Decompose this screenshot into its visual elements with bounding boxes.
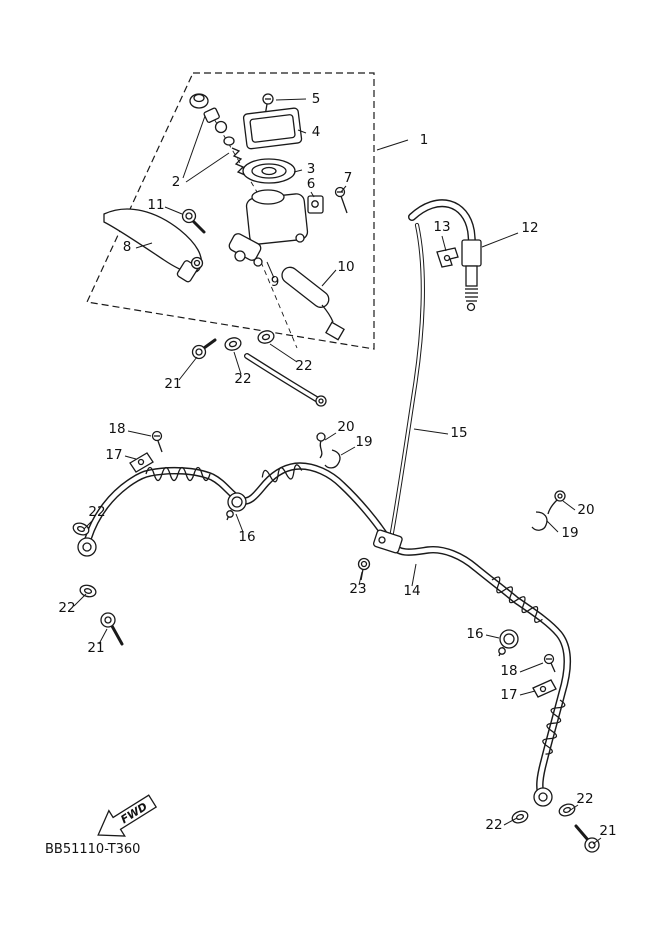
callout-15: 15 [450, 425, 467, 441]
clamp-13 [436, 247, 459, 268]
callout-18: 18 [500, 663, 517, 679]
hose-holder-17-right [532, 679, 557, 698]
clip-19-right [531, 511, 548, 531]
clamp-16-left [226, 492, 247, 521]
banjo-bolt-21-left [100, 612, 124, 646]
hose-12-tip [466, 302, 476, 312]
callout-23: 23 [349, 581, 366, 597]
banjo-eye-right [533, 787, 553, 807]
callout-13: 13 [433, 219, 450, 235]
assembly-dashed-line-b [260, 261, 298, 349]
brake-lever-8 [103, 208, 204, 283]
clip-20-right [547, 490, 566, 515]
callout-16: 16 [238, 529, 255, 545]
hose-holder-17-left [129, 452, 154, 473]
callout-22: 22 [58, 600, 75, 616]
hose-12-fitting [461, 239, 482, 267]
callout-2: 2 [172, 174, 181, 190]
callout-22: 22 [234, 371, 251, 387]
part-code-label: BB51110-T360 [45, 842, 140, 857]
callout-22: 22 [295, 358, 312, 374]
reservoir-cap-4 [242, 107, 303, 150]
callout-22: 22 [88, 504, 105, 520]
master-cylinder-body-9 [228, 189, 309, 267]
banjo-bolt-21-top [191, 338, 217, 360]
callout-3: 3 [307, 161, 316, 177]
callout-22: 22 [485, 817, 502, 833]
hose-spring-guard-bottom [542, 699, 566, 755]
screw-5 [262, 93, 274, 123]
callout-8: 8 [123, 239, 132, 255]
callout-17: 17 [105, 447, 122, 463]
callout-20: 20 [577, 502, 594, 518]
callout-9: 9 [271, 274, 280, 290]
master-cylinder-stub-hose [244, 353, 327, 407]
washer-22-right-lower [511, 810, 529, 824]
hose-spring-guard-left [145, 466, 211, 482]
callout-1: 1 [420, 132, 429, 148]
hose-spring-guard-mid [261, 464, 303, 483]
clip-19-mid [324, 449, 341, 469]
screw-18-left [151, 430, 163, 453]
callout-19: 19 [355, 434, 372, 450]
callout-21: 21 [599, 823, 616, 839]
callout-11: 11 [147, 197, 164, 213]
bolt-23 [357, 557, 371, 581]
hose-12-connector [465, 265, 478, 287]
brake-hose-12 [408, 199, 482, 312]
pipe-joint-14 [372, 529, 403, 554]
washer-22-top-a [224, 337, 242, 351]
callout-7: 7 [344, 170, 353, 186]
bolt-11 [181, 208, 206, 234]
clamp-16-right [498, 629, 519, 657]
washer-22-left-lower [79, 584, 97, 598]
leader-lines [73, 98, 602, 845]
holder-clamp-6 [307, 195, 324, 214]
callout-20: 20 [337, 419, 354, 435]
clip-20-mid [316, 432, 326, 459]
callout-6: 6 [307, 176, 316, 192]
callout-19: 19 [561, 525, 578, 541]
callout-18: 18 [108, 421, 125, 437]
callout-12: 12 [521, 220, 538, 236]
screw-18-right [543, 653, 556, 673]
callout-5: 5 [312, 91, 321, 107]
callout-22: 22 [576, 791, 593, 807]
callout-14: 14 [403, 583, 420, 599]
callout-17: 17 [500, 687, 517, 703]
washer-22-left-upper [72, 522, 90, 536]
callout-16: 16 [466, 626, 483, 642]
washer-22-top-b [257, 330, 275, 344]
diaphragm-3 [242, 158, 296, 184]
callout-21: 21 [164, 376, 181, 392]
brake-switch-10 [281, 266, 345, 341]
callout-4: 4 [312, 124, 321, 140]
callout-10: 10 [337, 259, 354, 275]
brake-pipe-15 [388, 222, 425, 541]
hose-spring-guard-right [491, 576, 543, 623]
piston-kit-2 [189, 93, 246, 176]
banjo-eye-left [77, 537, 97, 557]
callout-21: 21 [87, 640, 104, 656]
assembly-dashed-line-a [209, 111, 258, 193]
